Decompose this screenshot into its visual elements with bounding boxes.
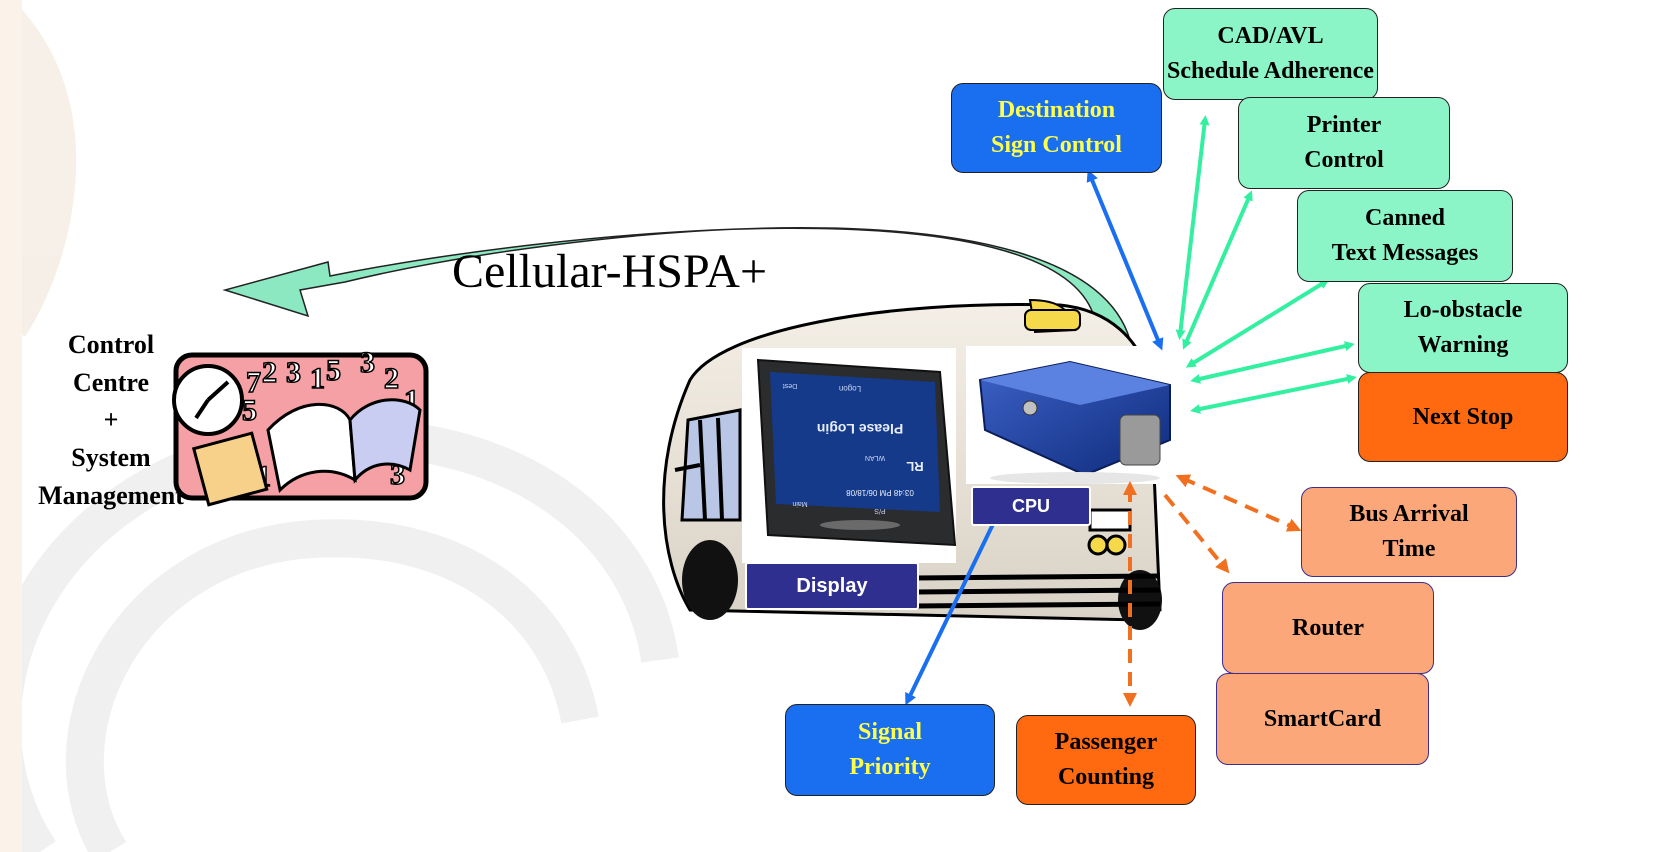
bus-arrival-label: Bus Arrival Time	[1349, 501, 1469, 562]
monitor-status-wlan: WLAN	[865, 454, 885, 461]
canned-text-box: Canned Text Messages	[1297, 190, 1513, 282]
display-tag: Display	[745, 562, 919, 610]
passenger-counting-label: Passenger Counting	[1054, 729, 1158, 790]
lo-obstacle-box: Lo-obstacle Warning	[1358, 283, 1568, 373]
canned-text-label: Canned Text Messages	[1331, 205, 1479, 266]
display-terminal: Please Login Logon Dest WLAN RL 03:48 PM…	[742, 348, 957, 563]
svg-text:2: 2	[384, 362, 399, 395]
arrow-signal	[905, 519, 997, 706]
monitor-title: Please Login	[817, 421, 903, 437]
clock-icon	[172, 364, 244, 436]
next-stop-label: Next Stop	[1412, 403, 1514, 430]
monitor-status-rl: RL	[906, 459, 923, 474]
monitor-datetime: 03:48 PM 06/18/08	[846, 488, 914, 497]
left-edge-band	[0, 0, 22, 852]
arrow-canned	[1185, 279, 1330, 368]
svg-text:3: 3	[286, 356, 301, 389]
svg-text:7: 7	[246, 366, 261, 399]
lo-obstacle-label: Lo-obstacle Warning	[1403, 297, 1523, 358]
cpu-unit	[966, 346, 1182, 484]
router-box: Router	[1222, 582, 1434, 674]
arrow-destination	[1086, 169, 1164, 351]
passenger-counting-box: Passenger Counting	[1016, 715, 1196, 805]
smartcard-box: SmartCard	[1216, 673, 1429, 765]
monitor-footer-ps: P/S	[874, 507, 886, 514]
monitor-footer-main: Main	[792, 500, 807, 507]
destination-sign-label: Destination Sign Control	[991, 97, 1122, 158]
signal-priority-label: Signal Priority	[849, 719, 931, 780]
monitor-tab-dest: Dest	[783, 382, 797, 389]
cad-avl-label: CAD/AVL Schedule Adherence	[1167, 23, 1374, 84]
cpu-tag: CPU	[971, 486, 1091, 526]
cellular-link-label: Cellular-HSPA+	[452, 245, 768, 298]
cad-avl-box: CAD/AVL Schedule Adherence	[1163, 8, 1378, 100]
smartcard-label: SmartCard	[1263, 705, 1382, 732]
control-centre-label: Control Centre + System Management	[38, 330, 184, 510]
arrow-bus-arrival	[1175, 474, 1302, 532]
svg-text:5: 5	[326, 354, 341, 387]
svg-text:5: 5	[242, 394, 257, 427]
destination-sign-box: Destination Sign Control	[951, 83, 1162, 173]
router-label: Router	[1292, 614, 1364, 641]
arrow-router	[1163, 493, 1230, 574]
svg-text:1: 1	[310, 362, 325, 395]
arrow-lo-obstacle	[1190, 341, 1355, 384]
next-stop-box: Next Stop	[1358, 372, 1568, 462]
monitor-tab-logon: Logon	[839, 384, 861, 393]
control-centre-clipart: 723 153 215 13	[172, 345, 429, 507]
svg-text:2: 2	[262, 356, 277, 389]
svg-text:3: 3	[360, 346, 375, 379]
bus-arrival-box: Bus Arrival Time	[1301, 487, 1517, 577]
signal-priority-box: Signal Priority	[785, 704, 995, 796]
connector-arrows	[905, 115, 1357, 707]
printer-control-box: Printer Control	[1238, 97, 1450, 189]
book-icon	[191, 398, 422, 507]
printer-control-label: Printer Control	[1304, 112, 1384, 173]
cellular-arc-arrow	[222, 227, 1132, 342]
arrow-next-stop	[1190, 374, 1357, 414]
